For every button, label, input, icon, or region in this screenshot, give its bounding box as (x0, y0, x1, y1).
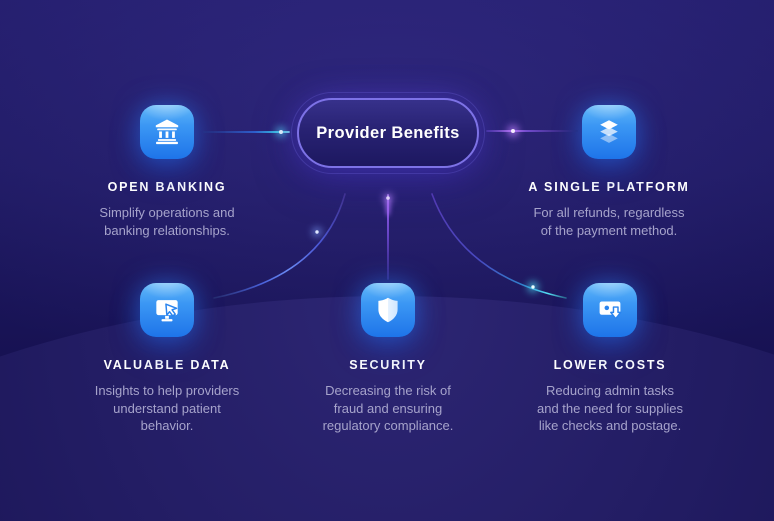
glow-dot-curve-right (528, 282, 538, 292)
valuable-data-tile (140, 283, 194, 337)
benefit-open-banking: OPEN BANKING Simplify operations and ban… (62, 105, 272, 239)
benefit-single-platform: A SINGLE PLATFORM For all refunds, regar… (504, 105, 714, 239)
glow-dot-curve-left (312, 227, 322, 237)
center-node-label: Provider Benefits (316, 123, 460, 142)
benefit-description: Decreasing the risk of fraud and ensurin… (322, 383, 454, 433)
single-platform-tile (582, 105, 636, 159)
center-node-provider-benefits: Provider Benefits (291, 92, 485, 174)
lower-costs-tile (583, 283, 637, 337)
benefit-title: SECURITY (349, 358, 427, 372)
security-tile (361, 283, 415, 337)
benefit-security: SECURITY Decreasing the risk of fraud an… (283, 283, 493, 435)
glow-head-center-vertical (383, 193, 393, 216)
monitor-cursor-icon (156, 300, 178, 322)
benefit-valuable-data: VALUABLE DATA Insights to help providers… (62, 283, 272, 435)
card-arrow-down-icon (599, 301, 622, 320)
benefit-description: Insights to help providers understand pa… (94, 383, 240, 433)
open-banking-tile (140, 105, 194, 159)
shield-icon (378, 297, 398, 323)
glow-dot-right-horizontal (507, 125, 519, 137)
benefit-title: OPEN BANKING (107, 180, 227, 194)
benefit-title: VALUABLE DATA (103, 358, 231, 372)
connector-curve-right (431, 193, 567, 299)
benefit-description: Simplify operations and banking relation… (99, 205, 235, 238)
benefit-description: Reducing admin tasks and the need for su… (537, 383, 683, 433)
layers-icon (600, 120, 618, 143)
bank-icon (155, 119, 179, 145)
benefit-title: A SINGLE PLATFORM (528, 180, 690, 194)
connector-curve-left (213, 193, 346, 299)
glow-dot-left-horizontal (276, 127, 286, 137)
benefit-title: LOWER COSTS (553, 358, 667, 372)
benefit-description: For all refunds, regardless of the payme… (533, 205, 685, 238)
benefit-lower-costs: LOWER COSTS Reducing admin tasks and the… (505, 283, 715, 435)
